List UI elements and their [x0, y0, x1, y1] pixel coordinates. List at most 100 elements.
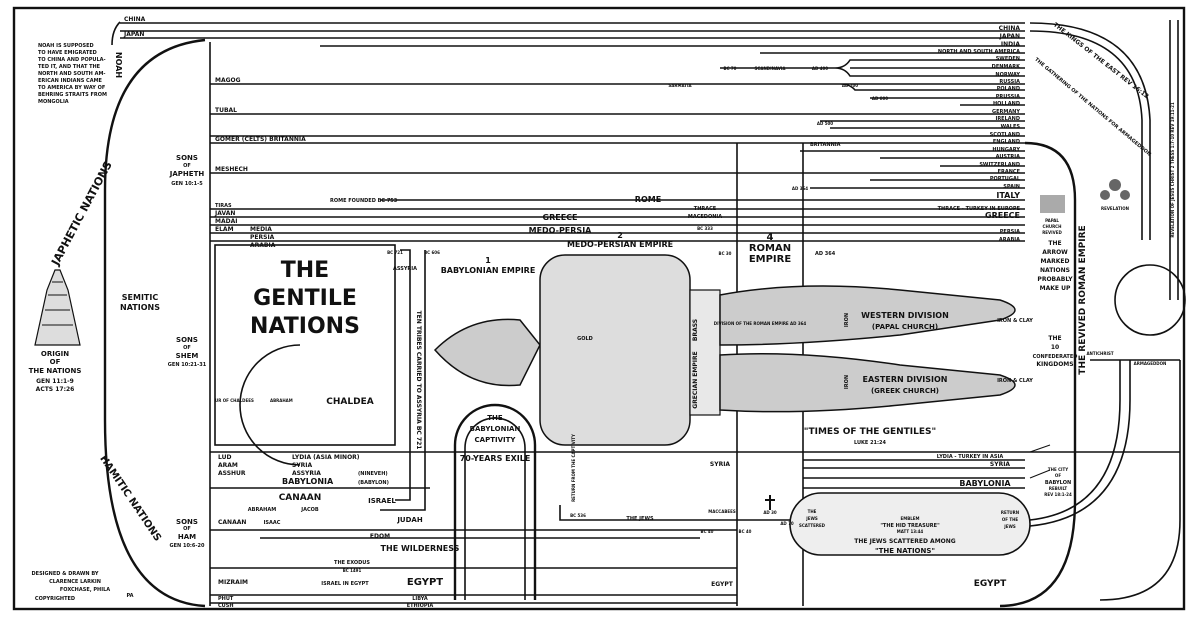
right-nation-1: JAPAN	[999, 33, 1020, 40]
right-nation-25: PERSIA	[1000, 229, 1020, 235]
right-nation-4: SWEDEN	[996, 56, 1020, 62]
nation-babylonia: BABYLONIA	[282, 477, 334, 486]
jacob-label: JACOB	[300, 507, 319, 513]
title-gentile: GENTILE	[253, 286, 357, 311]
return-of-jews: JEWS	[1003, 524, 1016, 529]
maccabees-label: MACCABEES	[708, 509, 736, 514]
sons-shem: SHEM	[176, 352, 199, 360]
greek-church-label: (GREEK CHURCH)	[871, 387, 939, 395]
nation-gomer: GOMER (CELTS) BRITANNIA	[215, 136, 306, 143]
right-nation-23: THRACE - TURKEY IN EUROPE	[938, 206, 1021, 212]
iron-label-east: IRON	[844, 375, 850, 389]
emblem-label: MATT 13:44	[897, 529, 924, 534]
empire-4-number: 4	[767, 232, 774, 243]
right-nation-20: PORTUGAL	[990, 176, 1021, 182]
arrow-note: NATIONS	[1040, 267, 1070, 274]
sons-japheth: OF	[183, 163, 191, 169]
bc606: BC 606	[424, 250, 440, 255]
bc40b: BC 40	[739, 529, 752, 534]
luke-ref: LUKE 21:24	[854, 440, 887, 446]
nation-canaan: CANAAN	[218, 519, 246, 526]
abraham-label: ABRAHAM	[270, 398, 293, 403]
city-of-babylon: BABYLON	[1045, 480, 1071, 486]
right-nation-8: POLAND	[997, 86, 1020, 92]
statue-east-leg	[719, 353, 1016, 413]
right-nation-0: CHINA	[999, 25, 1021, 32]
nation-lud: LUD	[218, 454, 231, 461]
sons-japheth: JAPHETH	[169, 170, 205, 178]
right-nation-14: SCOTLAND	[990, 132, 1020, 138]
emblem-label: EMBLEM	[900, 516, 919, 521]
nation-magog: MAGOG	[215, 77, 241, 84]
nation-javan: JAVAN	[214, 210, 235, 217]
origin-label: THE NATIONS	[29, 367, 82, 375]
abraham-label-2: ABRAHAM	[248, 507, 276, 513]
noah-note: ERICAN INDIANS CAME	[38, 78, 103, 84]
jews-label: THE JEWS	[626, 516, 654, 522]
nation-tubal: TUBAL	[215, 107, 237, 114]
city-of-babylon: REBUILT	[1049, 486, 1067, 491]
noah-note: NOAH IS SUPPOSED	[38, 43, 94, 49]
nation-mizraim: MIZRAIM	[218, 579, 248, 586]
noah-note: TED IT, AND THAT THE	[38, 64, 101, 70]
nation-media: MEDIA	[250, 226, 272, 233]
captivity-label: BABYLONIAN	[470, 425, 521, 433]
nation-asshur: ASSHUR	[218, 470, 246, 477]
eastern-division-label: EASTERN DIVISION	[863, 375, 948, 384]
ad30: AD 30	[763, 510, 777, 515]
revival-frogs-icon	[1100, 179, 1130, 200]
nation-tiras: TIRAS	[215, 203, 232, 209]
macedonia-label: MACEDONIA	[688, 214, 722, 220]
jews-scattered: SCATTERED	[799, 523, 826, 528]
chaldea-label: CHALDEA	[326, 397, 373, 407]
noah-note: TO AMERICA BY WAY OF	[38, 85, 105, 91]
right-nation-16: HUNGARY	[992, 147, 1020, 153]
revelation-vertical-label: REVELATION OF JESUS CHRIST 2 THESS 1:7-1…	[1170, 102, 1175, 238]
right-nation-15: ENGLAND	[993, 139, 1020, 145]
lydia-turkey-label: LYDIA - TURKEY IN ASIA	[937, 454, 1004, 460]
noah-note: NORTH AND SOUTH AM-	[38, 71, 106, 77]
right-nation-11: GERMANY	[992, 109, 1020, 115]
bc333: BC 333	[697, 226, 713, 231]
egypt-right-label: EGYPT	[974, 579, 1007, 589]
right-nation-7: RUSSIA	[999, 79, 1020, 85]
scandinavia-label: SCANDINAVIA	[755, 66, 787, 71]
captivity-arch	[453, 403, 537, 600]
right-nation-19: FRANCE	[998, 169, 1021, 175]
right-nation-9: PRUSSIA	[996, 94, 1020, 100]
semitic-label: SEMITIC	[122, 293, 159, 302]
credits: PA	[126, 593, 133, 599]
title-the: THE	[281, 258, 329, 283]
credits: COPYRIGHTED	[35, 596, 75, 602]
israel-label: ISRAEL	[368, 497, 396, 505]
assyria-vertical: ASSYRIA	[393, 266, 417, 272]
exodus-date: BC 1491	[343, 568, 362, 573]
return-label: RETURN FROM THE CAPTIVITY	[571, 434, 576, 502]
edom-label: EDOM	[370, 533, 390, 540]
origin-ref: ACTS 17:26	[36, 386, 75, 393]
revived-roman-empire-label: THE REVIVED ROMAN EMPIRE	[1078, 225, 1088, 374]
ur-label: UR OF CHALDEES	[215, 398, 254, 403]
papal-church-label: (PAPAL CHURCH)	[872, 323, 938, 331]
ad364: AD 364	[792, 186, 808, 191]
brass-label: BRASS	[692, 319, 699, 341]
right-nation-3: NORTH AND SOUTH AMERICA	[938, 49, 1020, 55]
noah-note: TO HAVE EMIGRATED	[38, 50, 97, 56]
right-nation-26: ARABIA	[999, 237, 1020, 243]
nation-persia: PERSIA	[250, 234, 275, 241]
sons-ham: OF	[183, 526, 191, 532]
statue-west-leg	[719, 285, 1016, 346]
ten-kingdoms: CONFEDERATED	[1033, 354, 1078, 360]
ten-tribes-label: TEN TRIBES CARRIED TO ASSYRIA BC 721	[415, 311, 422, 450]
syria-right-label: SYRIA	[990, 461, 1011, 468]
nineveh-label: (NINEVEH)	[358, 471, 388, 477]
egypt-middle-label: EGYPT	[711, 581, 734, 588]
judah-label: JUDAH	[396, 516, 423, 524]
exile-label: 70-YEARS EXILE	[460, 454, 531, 463]
exodus-label: THE EXODUS	[334, 560, 370, 566]
nation-cush: CUSH	[218, 603, 234, 609]
right-nation-12: IRELAND	[995, 116, 1020, 122]
bc30: BC 30	[719, 251, 732, 256]
ad400: AD 400	[812, 66, 828, 71]
